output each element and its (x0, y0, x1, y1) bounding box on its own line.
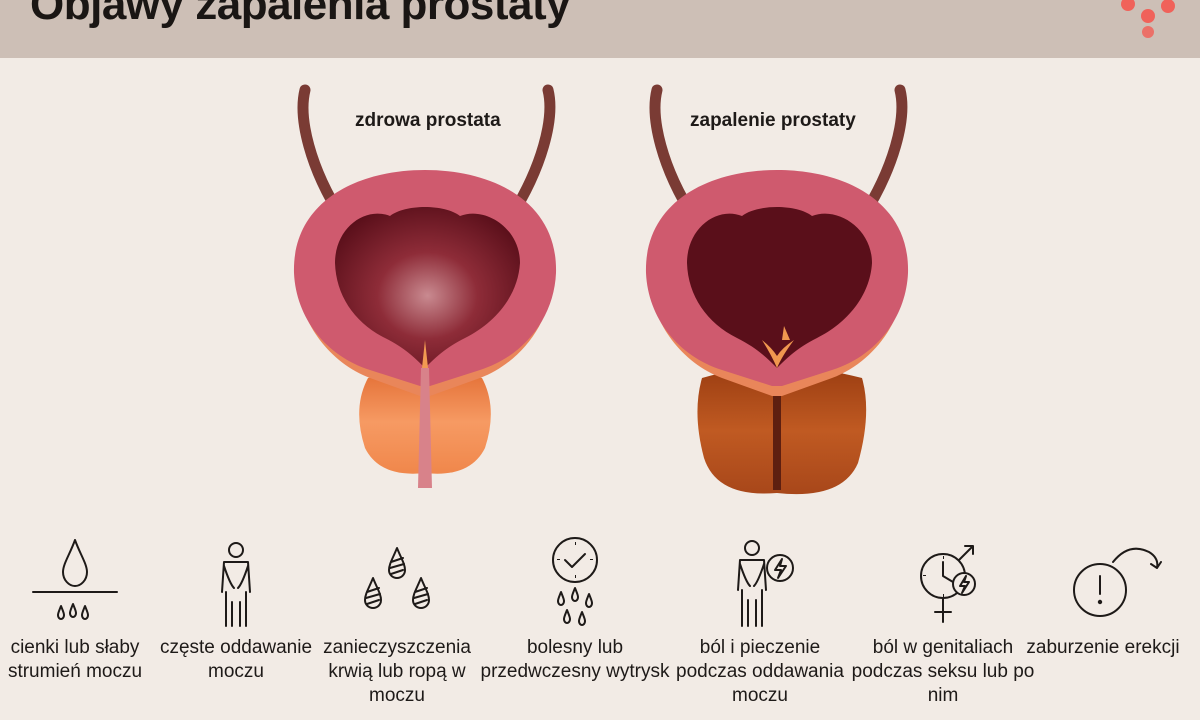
symptom-premature-ejaculation: bolesny lub przedwczesny wytrysk (481, 528, 670, 720)
symptom-painful-urination: ból i pieczenie podczas oddawania moczu (675, 528, 845, 720)
symptom-label: zaburzenie erekcji (1026, 637, 1180, 658)
symptom-label: częste oddawanie moczu (159, 637, 313, 682)
symptom-label: cienki lub słaby strumień moczu (7, 637, 143, 682)
symptom-blood-pus: zanieczyszczenia krwią lub ropą w moczu (312, 528, 482, 720)
organ-illustrations: zdrowa prostata zapal (0, 58, 1200, 528)
symptom-genital-pain: ból w genitaliach podczas seksu lub po n… (852, 528, 1034, 720)
inflamed-prostate-label: zapalenie prostaty (690, 110, 856, 131)
symptom-label: ból w genitaliach podczas seksu lub po n… (851, 637, 1035, 706)
symptoms-row: cienki lub słaby strumień moczu częste o… (0, 528, 1200, 720)
header-bar: Objawy zapalenia prostaty (0, 0, 1200, 58)
symptom-label: ból i pieczenie podczas oddawania moczu (676, 637, 844, 706)
blood-pus-drops-icon (364, 547, 430, 609)
thin-stream-icon (32, 539, 118, 620)
erectile-dysfunction-icon (1073, 547, 1162, 617)
brand-logo-icon (1121, 0, 1175, 38)
healthy-prostate-illustration (293, 84, 557, 488)
symptom-frequent-urination: częste oddawanie moczu (151, 528, 321, 720)
symptom-label: bolesny lub przedwczesny wytrysk (480, 637, 670, 682)
genital-pain-icon (920, 545, 976, 623)
inflamed-prostate-illustration (645, 84, 909, 495)
painful-urination-icon (737, 540, 794, 627)
frequent-urination-icon (221, 542, 251, 627)
page-title: Objawy zapalenia prostaty (30, 0, 571, 29)
premature-ejaculation-icon (552, 537, 598, 626)
symptom-erectile-dysfunction: zaburzenie erekcji (1018, 528, 1188, 720)
symptom-thin-stream: cienki lub słaby strumień moczu (0, 528, 160, 720)
healthy-prostate-label: zdrowa prostata (355, 110, 501, 131)
symptom-label: zanieczyszczenia krwią lub ropą w moczu (323, 637, 471, 706)
